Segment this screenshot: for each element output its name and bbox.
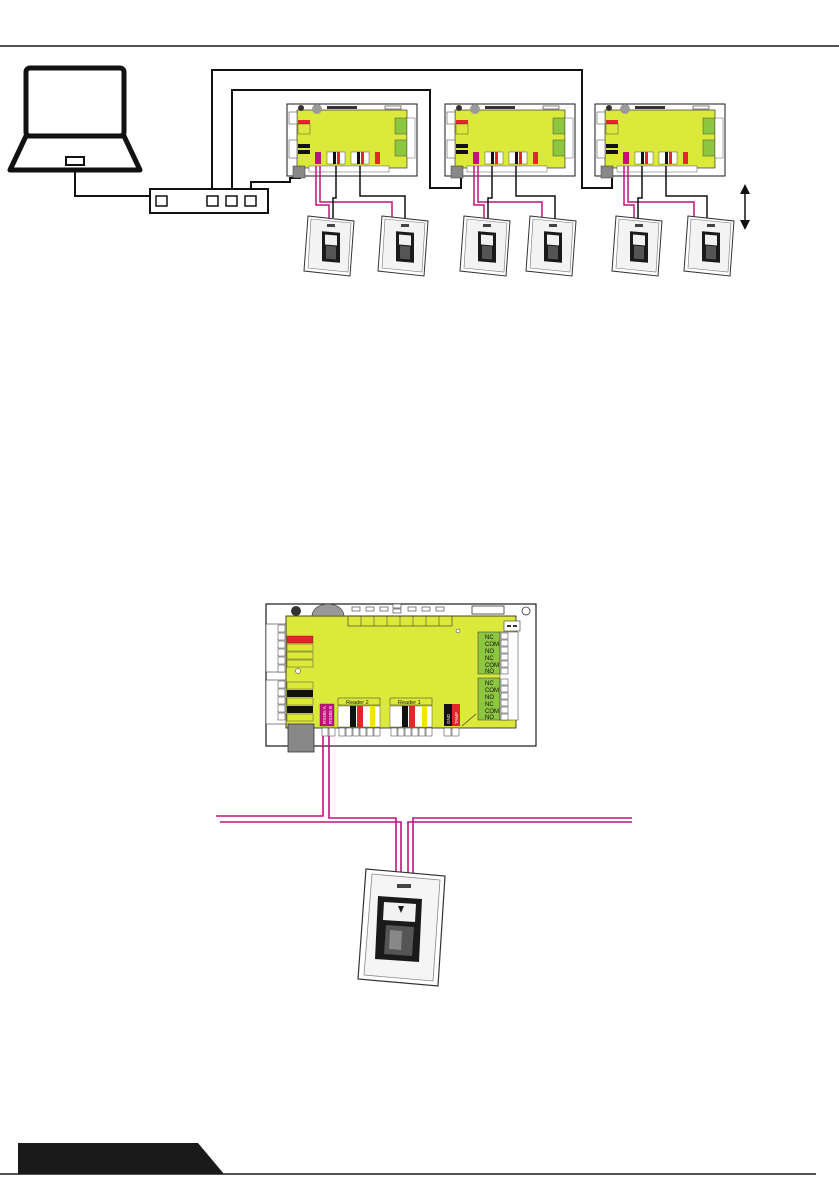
input-label: TAMP [454, 712, 459, 724]
rs485-bus-wiring [216, 736, 632, 876]
fingerprint-reader-icon [684, 216, 734, 276]
detail-diagram: NC COM NO NC COM NO NC COM NO NC COM NO … [216, 604, 632, 986]
controller-board-1 [287, 104, 417, 178]
relay-label: NO [485, 715, 494, 721]
controller-board-3 [595, 104, 725, 178]
fingerprint-reader-icon [378, 216, 428, 276]
fingerprint-reader-icon [460, 216, 510, 276]
fingerprint-reader-icon [304, 216, 354, 276]
laptop-icon [10, 68, 140, 170]
reader2-label: Reader 2 [346, 700, 369, 706]
rj45-port [288, 724, 314, 752]
top-topology [10, 68, 750, 276]
relay-label: NO [485, 649, 494, 655]
fingerprint-reader-icon [526, 216, 576, 276]
footer [0, 1143, 816, 1174]
network-switch-icon [150, 189, 268, 213]
input-label: GND [446, 713, 451, 724]
reader1-label: Reader 1 [398, 700, 421, 706]
bus-label: RS485 A [322, 706, 327, 724]
relay-label: NC [485, 635, 494, 641]
fingerprint-reader-icon [612, 216, 662, 276]
relay-label: NO [485, 695, 494, 701]
fingerprint-reader-icon [358, 869, 445, 986]
relay-label: NC [485, 656, 494, 662]
footer-tab [18, 1143, 224, 1174]
relay-label: NC [485, 702, 494, 708]
relay-label: NC [485, 681, 494, 687]
double-arrow-icon [740, 184, 750, 230]
controller-board-2 [445, 104, 575, 178]
relay-label: NO [485, 669, 494, 675]
relay-label: COM [485, 642, 499, 648]
bus-label: RS485 B [328, 706, 333, 724]
relay-label: COM [485, 688, 499, 694]
